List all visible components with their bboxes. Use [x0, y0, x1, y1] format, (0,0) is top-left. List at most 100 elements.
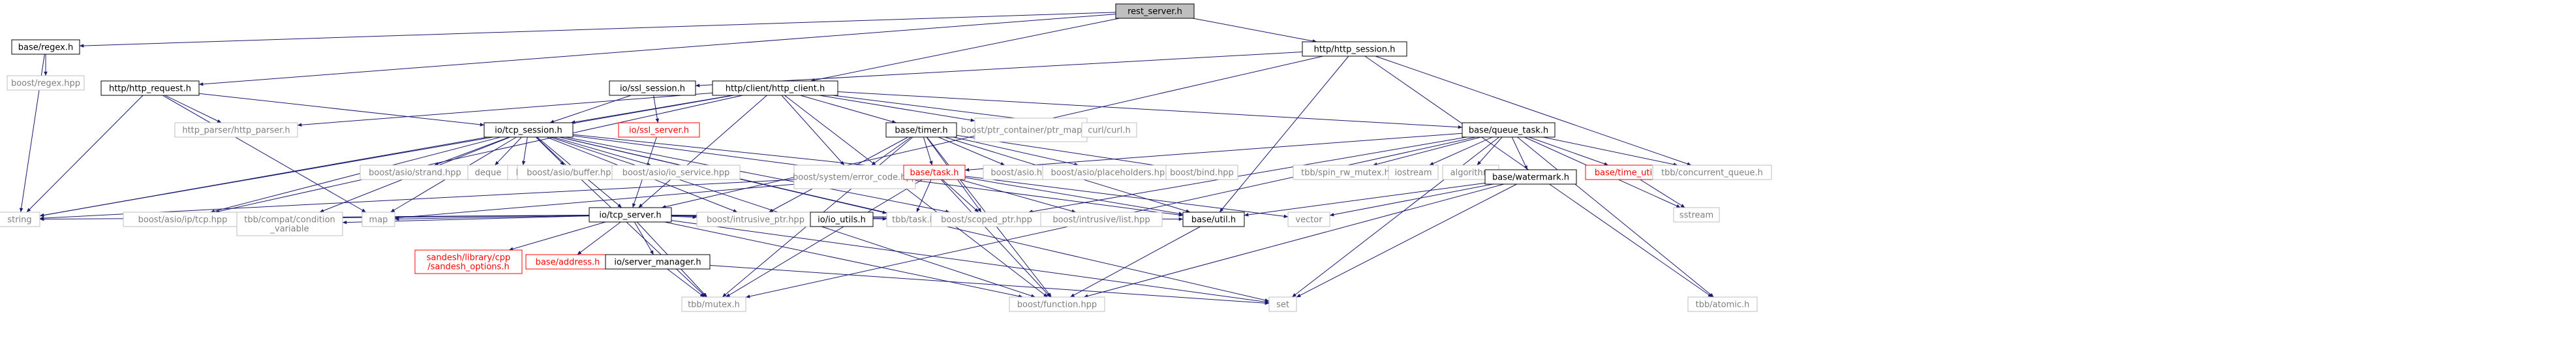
node-label: base/time_util.h	[1595, 168, 1663, 178]
node-asio-placeholders: boost/asio/placeholders.hpp	[1042, 165, 1179, 180]
edge-tcp_server-to-intrusive_ptr	[671, 215, 698, 219]
node-label: http_parser/http_parser.h	[182, 126, 290, 136]
edge-http_client-to-queue_task	[837, 91, 1463, 129]
edge-ssl_session-to-ssl_server	[653, 95, 660, 123]
node-label: tbb/compat/condition	[244, 215, 335, 225]
node-base-regex[interactable]: base/regex.h	[11, 39, 80, 55]
node-label: io/io_utils.h	[818, 215, 866, 225]
edge-ssl_session-to-tcp_session	[549, 95, 632, 123]
node-label: vector	[1295, 215, 1323, 225]
node-server-manager[interactable]: io/server_manager.h	[605, 254, 711, 270]
node-label: base/watermark.h	[1492, 173, 1569, 183]
node-label: boost/asio.hpp	[990, 168, 1052, 178]
node-box	[1182, 212, 1245, 227]
edge-http_request-to-http_parser	[164, 95, 222, 123]
edge-base_task-to-tbb_mutex	[726, 179, 923, 298]
node-label: /sandesh_options.h	[427, 262, 509, 272]
edge-http_client-to-system_error_code	[781, 95, 845, 166]
edge-http_client-to-base_timer	[800, 95, 897, 123]
edge-tcp_session-to-base_task	[572, 134, 904, 171]
node-box	[1165, 165, 1238, 180]
node-label: boost/asio/buffer.hpp	[527, 168, 617, 178]
node-label: io/server_manager.h	[614, 258, 701, 268]
node-rest-server[interactable]: rest_server.h	[1115, 3, 1195, 19]
node-label: boost/intrusive/list.hpp	[1052, 215, 1150, 225]
node-tbb-concurrent-queue: tbb/concurrent_queue.h	[1652, 165, 1772, 180]
node-tcp-server[interactable]: io/tcp_server.h	[589, 207, 672, 223]
edge-queue_task-to-algorithm	[1477, 136, 1503, 166]
edge-tcp_session-to-asio_strand	[434, 136, 510, 166]
node-tbb-mutex: tbb/mutex.h	[681, 296, 746, 312]
node-box	[1268, 296, 1297, 312]
node-box	[483, 122, 574, 138]
node-box	[712, 80, 838, 96]
node-box	[361, 212, 395, 227]
node-http-session[interactable]: http/http_session.h	[1302, 41, 1407, 57]
edge-rest_server-to-base_regex	[79, 12, 1116, 48]
node-box	[974, 118, 1088, 142]
node-box	[11, 39, 80, 55]
node-queue-task[interactable]: base/queue_task.h	[1462, 122, 1556, 138]
node-scoped-ptr: boost/scoped_ptr.hpp	[930, 212, 1043, 227]
edge-base_task-to-intrusive_list	[959, 179, 1077, 213]
node-label: boost/function.hpp	[1017, 300, 1097, 310]
node-ptr-container: boost/ptr_container/ptr_map.hpp	[961, 118, 1101, 142]
node-box	[609, 80, 696, 96]
node-base-address[interactable]: base/address.h	[525, 254, 610, 270]
node-boost-bind: boost/bind.hpp	[1165, 165, 1238, 180]
edge-queue_task-to-base_watermark	[1511, 136, 1528, 170]
node-box	[236, 212, 343, 236]
edge-queue_task-to-set	[1291, 136, 1500, 298]
edge-queue_task-to-scoped_ptr	[1028, 136, 1467, 214]
node-box	[810, 212, 874, 227]
node-label: boost/asio/strand.hpp	[369, 168, 461, 178]
node-label: sstream	[1679, 211, 1713, 221]
node-base-util[interactable]: base/util.h	[1182, 212, 1245, 227]
node-box	[1673, 207, 1720, 223]
edge-http_request-to-map	[162, 95, 367, 213]
node-label: tbb/spin_rw_mutex.h	[1301, 168, 1390, 178]
node-sstream: sstream	[1673, 207, 1720, 223]
node-deque: deque	[467, 165, 509, 180]
node-label: http/client/http_client.h	[726, 84, 825, 94]
node-box	[1388, 165, 1439, 180]
edge-base_timer-to-boost_asio	[938, 136, 1005, 166]
node-http-request[interactable]: http/http_request.h	[100, 80, 200, 96]
node-box	[1462, 122, 1556, 138]
node-box	[1287, 212, 1330, 227]
edge-tcp_server-to-base_address	[577, 221, 621, 255]
edge-tcp_session-to-asio_ip_tcp	[210, 136, 501, 214]
node-io-utils[interactable]: io/io_utils.h	[810, 212, 874, 227]
node-tbb-task: tbb/task.h	[886, 212, 941, 227]
node-tcp-session[interactable]: io/tcp_session.h	[483, 122, 574, 138]
node-label: tbb/concurrent_queue.h	[1661, 168, 1763, 178]
edge-queue_task-to-iostream	[1429, 136, 1493, 166]
node-box	[1652, 165, 1772, 180]
node-label: boost/regex.hpp	[11, 79, 80, 89]
node-box	[0, 212, 40, 227]
node-http-client[interactable]: http/client/http_client.h	[712, 80, 838, 96]
node-base-timer[interactable]: base/timer.h	[885, 122, 957, 138]
node-asio-strand: boost/asio/strand.hpp	[360, 165, 470, 180]
node-label: io/ssl_session.h	[620, 84, 685, 94]
node-base-watermark[interactable]: base/watermark.h	[1484, 169, 1577, 185]
edge-base_task-to-scoped_ptr	[942, 179, 979, 213]
node-sandesh-options[interactable]: sandesh/library/cpp/sandesh_options.h	[414, 249, 523, 274]
node-box	[1009, 296, 1105, 312]
node-label: boost/scoped_ptr.hpp	[941, 215, 1032, 225]
node-ssl-session[interactable]: io/ssl_session.h	[609, 80, 696, 96]
node-ssl-server[interactable]: io/ssl_server.h	[618, 122, 700, 138]
edge-tcp_server-to-map	[394, 215, 590, 221]
edge-rest_server-to-http_client	[810, 18, 1120, 82]
node-boost-function: boost/function.hpp	[1009, 296, 1105, 312]
edge-base_watermark-to-base_util	[1244, 182, 1486, 217]
edge-http_session-to-tbb_concurrent_queue	[1375, 55, 1692, 166]
edge-base_time_util-to-sstream	[1640, 179, 1685, 208]
node-box	[1040, 212, 1163, 227]
node-base-time-util[interactable]: base/time_util.h	[1585, 165, 1672, 180]
node-box	[174, 122, 298, 138]
node-vector: vector	[1287, 212, 1330, 227]
node-base-task[interactable]: base/task.h	[903, 165, 966, 180]
edge-http_client-to-ptr_container	[819, 95, 975, 122]
